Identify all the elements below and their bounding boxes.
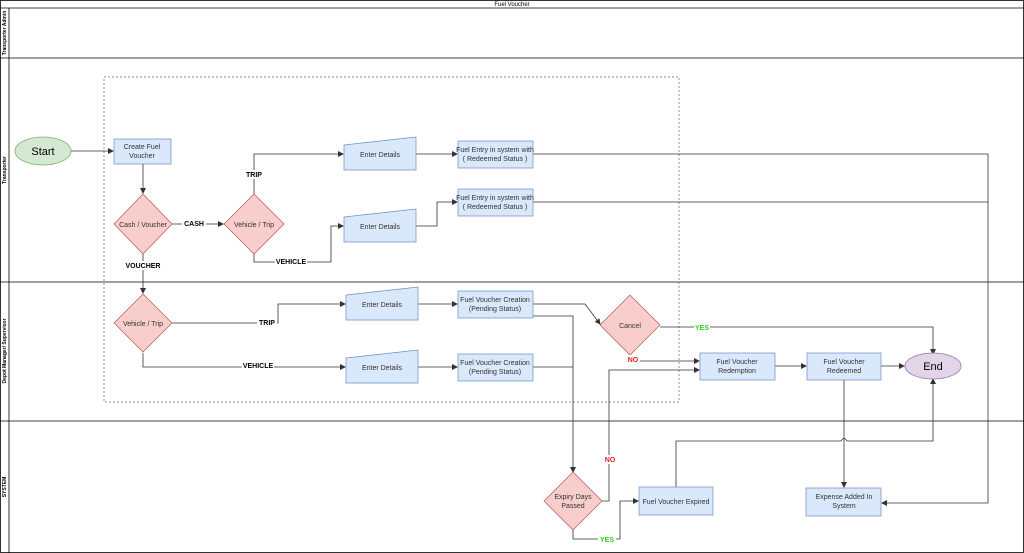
edge-trip-top	[253, 151, 344, 194]
voucher-expired-node[interactable]: Fuel Voucher Expired	[638, 486, 714, 516]
label-vehicle-top: VEHICLE	[276, 259, 307, 266]
create-voucher-node[interactable]: Create Fuel Voucher	[113, 138, 172, 165]
edge-ed2-fe2	[416, 199, 458, 227]
svg-text:(Pending Status): (Pending Status)	[469, 306, 521, 313]
label-trip-mid: TRIP	[259, 320, 275, 327]
edge-cancel-no	[629, 355, 700, 364]
svg-text:Expiry Days: Expiry Days	[554, 494, 592, 501]
label-cancel-yes: YES	[695, 325, 709, 332]
svg-text:Fuel Voucher Creation: Fuel Voucher Creation	[460, 360, 530, 367]
edge-cancel-yes	[660, 326, 936, 355]
svg-text:Vehicle / Trip: Vehicle / Trip	[123, 321, 163, 328]
voucher-redeemed-node[interactable]: Fuel Voucher Redeemed	[806, 352, 882, 381]
enter-details-2[interactable]: Enter Details	[343, 208, 417, 243]
enter-details-3[interactable]: Enter Details	[345, 286, 419, 321]
svg-text:Create Fuel: Create Fuel	[124, 144, 161, 151]
svg-text:Redemption: Redemption	[718, 368, 756, 375]
svg-text:Fuel Entry in system with: Fuel Entry in system with	[456, 147, 534, 154]
fuel-entry-node-2[interactable]: Fuel Entry in system with ( Redeemed Sta…	[456, 188, 534, 217]
edge-vehicle-mid	[142, 353, 346, 370]
label-voucher: VOUCHER	[125, 263, 160, 270]
svg-text:Cancel: Cancel	[619, 323, 641, 330]
end-node[interactable]: End	[904, 352, 962, 380]
edges	[71, 148, 989, 540]
svg-text:Enter Details: Enter Details	[360, 152, 401, 159]
voucher-creation-node-2[interactable]: Fuel Voucher Creation (Pending Status)	[457, 353, 534, 382]
lane-label-transporter: Transporter	[2, 156, 8, 184]
svg-text:Fuel Voucher Creation: Fuel Voucher Creation	[460, 297, 530, 304]
edge-c1-expiry	[533, 315, 576, 473]
svg-text:Voucher: Voucher	[129, 153, 155, 160]
expense-node[interactable]: Expense Added In System	[805, 487, 882, 517]
label-cancel-no: NO	[628, 357, 639, 364]
label-expiry-no: NO	[605, 457, 616, 464]
svg-text:Fuel Entry in system with: Fuel Entry in system with	[456, 195, 534, 202]
svg-text:(Pending Status): (Pending Status)	[469, 369, 521, 376]
svg-text:Fuel Voucher Expired: Fuel Voucher Expired	[643, 499, 710, 506]
svg-text:Fuel Voucher: Fuel Voucher	[716, 359, 758, 366]
lane-label-depot-manager: Depot Manager/ Supervisor	[2, 318, 8, 383]
edge-expiry-no	[602, 367, 700, 502]
svg-text:Enter Details: Enter Details	[362, 302, 403, 309]
vehicle-trip-decision-mid[interactable]: Vehicle / Trip	[113, 293, 173, 353]
svg-text:Expense Added In: Expense Added In	[816, 494, 873, 501]
enter-details-4[interactable]: Enter Details	[345, 349, 419, 384]
vehicle-trip-decision-top[interactable]: Vehicle / Trip	[223, 193, 285, 255]
label-trip-top: TRIP	[246, 172, 262, 179]
svg-text:Cash / Voucher: Cash / Voucher	[119, 222, 168, 229]
lane-label-transporter-admin: Transporter Admin	[2, 11, 8, 56]
svg-text:Redeemed: Redeemed	[827, 368, 861, 375]
expiry-decision[interactable]: Expiry Days Passed	[543, 471, 603, 531]
fuel-entry-node-1[interactable]: Fuel Entry in system with ( Redeemed Sta…	[456, 140, 534, 169]
edge-c1-cancel	[533, 303, 601, 325]
label-vehicle-mid: VEHICLE	[243, 363, 274, 370]
lane-label-system: SYSTEM	[2, 477, 8, 498]
svg-text:Passed: Passed	[561, 503, 584, 510]
cancel-decision[interactable]: Cancel	[599, 294, 661, 356]
dashed-group	[103, 76, 680, 403]
edge-expiry-yes	[572, 498, 639, 540]
svg-text:Fuel Voucher: Fuel Voucher	[823, 359, 865, 366]
start-node[interactable]: Start	[14, 136, 72, 166]
cash-voucher-decision[interactable]: Cash / Voucher	[113, 193, 173, 255]
pool-title: Fuel Voucher	[494, 2, 529, 8]
label-cash: CASH	[184, 221, 204, 228]
voucher-creation-node-1[interactable]: Fuel Voucher Creation (Pending Status)	[457, 290, 534, 319]
edge-labels: TRIP CASH VEHICLE VOUCHER TRIP VEHICLE Y…	[125, 170, 710, 544]
edge-vehicle-top	[253, 223, 344, 263]
label-expiry-yes: YES	[600, 537, 614, 544]
svg-text:( Redeemed Status ): ( Redeemed Status )	[463, 156, 528, 163]
svg-text:Enter Details: Enter Details	[360, 224, 401, 231]
svg-text:Enter Details: Enter Details	[362, 365, 403, 372]
svg-text:Vehicle / Trip: Vehicle / Trip	[234, 222, 274, 229]
edge-trip-mid	[172, 301, 346, 324]
voucher-redemption-node[interactable]: Fuel Voucher Redemption	[699, 352, 776, 381]
svg-text:End: End	[923, 361, 943, 373]
svg-text:Start: Start	[31, 146, 54, 158]
svg-text:( Redeemed Status ): ( Redeemed Status )	[463, 204, 528, 211]
svg-text:System: System	[832, 503, 856, 510]
enter-details-1[interactable]: Enter Details	[343, 136, 417, 171]
edge-expired-end	[675, 378, 936, 487]
edge-fe1-expense	[533, 153, 989, 506]
